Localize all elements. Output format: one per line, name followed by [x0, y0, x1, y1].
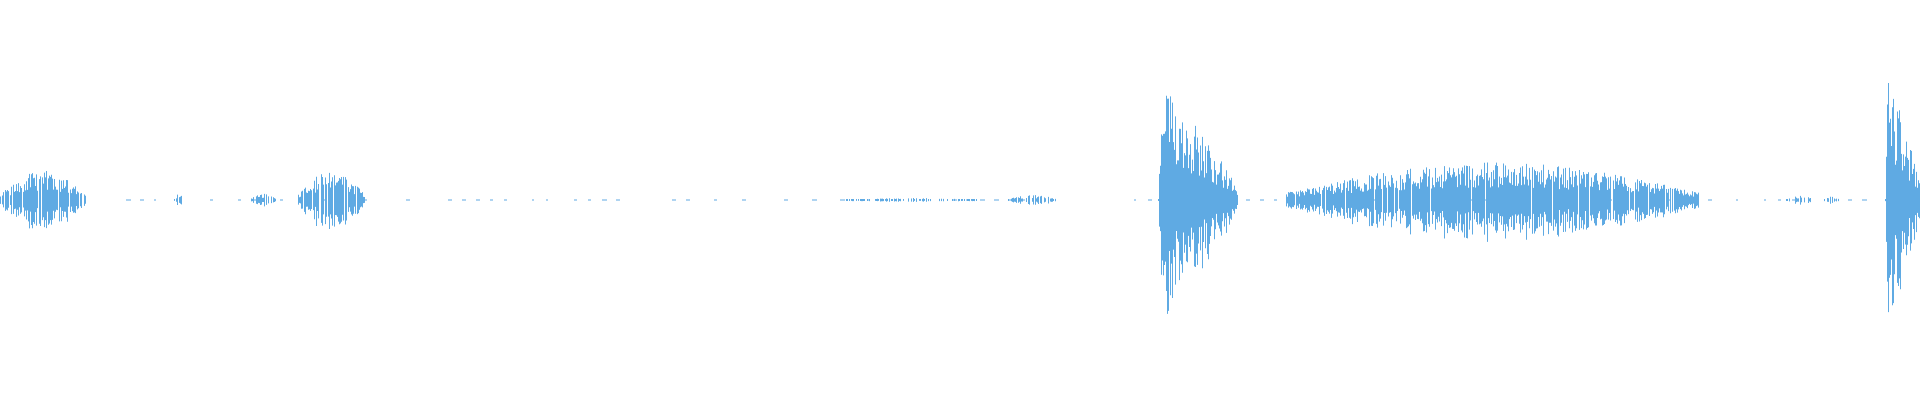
waveform-peaks	[0, 82, 1920, 314]
